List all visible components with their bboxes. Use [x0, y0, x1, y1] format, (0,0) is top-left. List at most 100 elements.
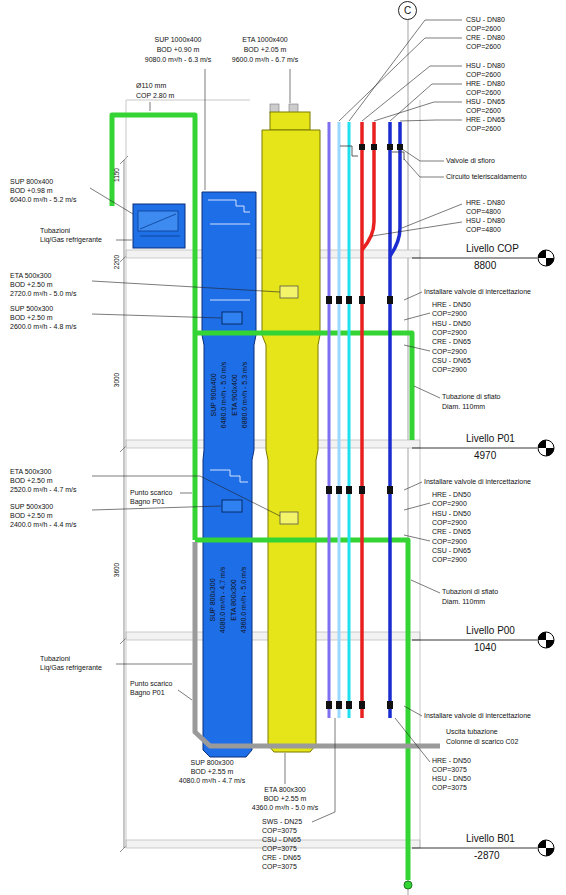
duct-label: 4080.0 m³/h - 4.7 m/s [179, 777, 246, 784]
pipe-label: HRE - DN50 [432, 301, 471, 308]
pipe-label: HSU - DN80 [466, 217, 505, 224]
pipe-label: Ø110 mm [136, 82, 166, 89]
dimension-text: 2200 [114, 255, 121, 269]
pipe-label: Bagno P01 [130, 689, 165, 696]
valve-symbol [359, 701, 365, 709]
pipe-label: Bagno P01 [130, 498, 165, 505]
level-elevation: -2870 [474, 851, 500, 861]
pipe-label: COP=2900 [432, 538, 467, 545]
duct-label: SUP 500x300 [10, 503, 53, 510]
duct-label: 2720.0 m³/h - 5.0 m/s [10, 290, 77, 297]
relief-valve [387, 144, 393, 150]
relief-valve [359, 144, 365, 150]
pipe-label: SWS - DN25 [262, 818, 302, 825]
valve-symbol [387, 486, 393, 494]
pipe-label: COP=3075 [262, 845, 297, 852]
valve-symbol [326, 144, 403, 709]
pipe-label: Uscita tubazione [446, 728, 498, 735]
pipe-label: Tubazioni [40, 227, 70, 234]
duct-label: 6880.0 m³/h - 5.3 m/s [241, 362, 248, 429]
pipe-label: COP=2900 [432, 519, 467, 526]
duct-label: BOD +2.50 m [10, 314, 53, 321]
pipe-label: HSU - DN50 [432, 510, 471, 517]
level-name: Livello P01 [466, 434, 515, 444]
pipe-label: CRE - DN65 [262, 854, 301, 861]
pipe-label: CSU - DN65 [432, 547, 471, 554]
duct-label: 4080.0 m³/h - 4.7 m/s [219, 567, 226, 634]
valve-symbol [359, 296, 365, 304]
riser-pipe [329, 122, 404, 718]
pipe-label: COP=2600 [466, 89, 501, 96]
pipe-label: COP=2900 [432, 329, 467, 336]
pipe-label: COP=4800 [466, 208, 501, 215]
supply-duct [202, 192, 256, 757]
vent-pipe-end [404, 881, 412, 889]
note-label: Valvole di sfioro [446, 157, 495, 164]
duct-label: SUP 800x300 [190, 759, 233, 766]
vent-pipe [112, 115, 412, 880]
pipe-label: COP=2900 [432, 556, 467, 563]
exhaust-duct [262, 104, 320, 752]
valve-symbol [336, 701, 342, 709]
valve-symbol [387, 701, 393, 709]
level-name: Livello COP [466, 244, 519, 254]
duct-label: BOD +2.50 m [10, 477, 53, 484]
duct-label: BOD +2.50 m [10, 512, 53, 519]
pipe-label: CRE - DN65 [432, 528, 471, 535]
pipe-label: COP=2600 [466, 107, 501, 114]
duct-label: SUP 1000x400 [155, 36, 202, 43]
pipe-label: Liq/Gas refrigerante [40, 664, 102, 671]
duct-label: 9080.0 m³/h - 6.3 m/s [145, 56, 212, 63]
pipe-label: COP=3075 [432, 766, 467, 773]
duct-label: 2400.0 m³/h - 4.4 m/s [10, 521, 77, 528]
pipe-label: COP=3075 [432, 784, 467, 791]
pipe-label: Tubazioni di sfiato [442, 588, 498, 595]
pipe-label: COP=2900 [432, 348, 467, 355]
pipe-label: COP=2900 [432, 500, 467, 507]
duct-label: ETA 900x400 [231, 374, 238, 416]
duct-label: BOD +0.90 m [157, 46, 200, 53]
dimension-text: 3600 [114, 563, 121, 577]
air-handling-unit [133, 204, 185, 248]
duct-label: 2520.0 m³/h - 4.7 m/s [10, 486, 77, 493]
pipe-label: CSU - DN80 [466, 16, 505, 23]
duct-label: ETA 500x300 [10, 468, 52, 475]
dimension-text: 1150 [114, 168, 121, 182]
pipe-label: COP 2.80 m [136, 92, 174, 99]
pipe-label: Tubazione di sfiato [442, 393, 501, 400]
duct-label: ETA 800x300 [230, 579, 237, 621]
duct-label: 4360.0 m³/h - 5.0 m/s [252, 804, 319, 811]
level-name: Livello B01 [466, 834, 515, 844]
pipe-label: HRE - DN50 [432, 757, 471, 764]
duct-label: 2600.0 m³/h - 4.8 m/s [10, 323, 77, 330]
valve-symbol [346, 701, 352, 709]
duct-label: SUP 500x300 [10, 305, 53, 312]
pipe-label: CSU - DN65 [262, 836, 301, 843]
pipe-label: Punto scarico [130, 680, 172, 687]
duct-label: ETA 500x300 [10, 272, 52, 279]
valve-symbol [387, 296, 393, 304]
duct-label: 6040.0 m³/h - 5.2 m/s [10, 196, 77, 203]
duct-label: 6480.0 m³/h - 5.0 m/s [220, 362, 227, 429]
pipe-label: COP=2900 [432, 366, 467, 373]
pipe-label: HSU - DN65 [466, 98, 505, 105]
leader-line [90, 20, 462, 822]
grid-label: C [404, 5, 411, 16]
pipe-label: HRE - DN80 [466, 80, 505, 87]
dimension-text: 3000 [114, 373, 121, 387]
duct-label: BOD +0.98 m [10, 187, 53, 194]
duct-label: BOD +2.55 m [264, 795, 307, 802]
valve-symbol [326, 701, 332, 709]
valve-symbol [346, 296, 352, 304]
pipe-label: HSU - DN80 [466, 62, 505, 69]
note-label: Installare valvole di intercettazione [424, 712, 531, 719]
pipe-label: Colonne di scarico C02 [446, 738, 518, 745]
note-label: Installare valvole di intercettazione [424, 478, 531, 485]
level-elevation: 4970 [474, 451, 496, 461]
duct-label: 4360.0 m³/h - 5.0 m/s [240, 567, 247, 634]
level-elevation: 8800 [474, 261, 496, 271]
pipe-label: COP=4800 [466, 226, 501, 233]
note-label: Installare valvole di intercettazione [424, 288, 531, 295]
pipe-label: HRE - DN80 [466, 199, 505, 206]
